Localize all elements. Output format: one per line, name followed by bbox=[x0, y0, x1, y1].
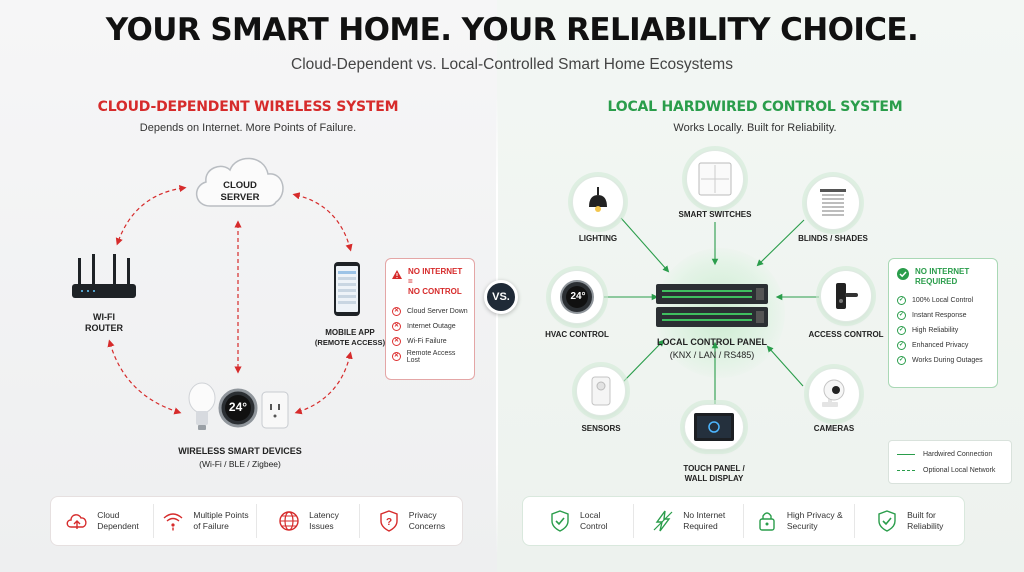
devices-icon bbox=[188, 382, 289, 430]
sensors-node bbox=[576, 366, 626, 416]
failure-item: ✕Cloud Server Down bbox=[392, 307, 468, 316]
cameras-label: CAMERAS bbox=[813, 424, 855, 433]
shield-check-icon bbox=[875, 509, 899, 533]
dashed-line-swatch bbox=[897, 469, 915, 471]
failure-item: ✕Internet Outage bbox=[392, 322, 456, 331]
wireless-devices: 24° bbox=[186, 378, 294, 440]
lighting-label: LIGHTING bbox=[578, 234, 618, 243]
page-subtitle: Cloud-Dependent vs. Local-Controlled Sma… bbox=[291, 56, 733, 73]
check-circle-icon bbox=[897, 267, 909, 280]
check-icon: ✓ bbox=[897, 356, 906, 365]
connection-legend: Hardwired Connection Optional Local Netw… bbox=[888, 440, 1012, 484]
svg-text:?: ? bbox=[386, 517, 392, 528]
hardwired-connections-diagram bbox=[597, 217, 819, 410]
hvac-node: 24° bbox=[550, 270, 604, 324]
left-section-title: CLOUD-DEPENDENT WIRELESS SYSTEM bbox=[97, 99, 399, 115]
local-control-panel bbox=[656, 282, 768, 330]
cloud-icon bbox=[196, 157, 284, 207]
left-section-subtitle: Depends on Internet. More Points of Fail… bbox=[139, 122, 357, 134]
benefit-item: ✓High Reliability bbox=[897, 326, 959, 335]
switches-label: SMART SWITCHES bbox=[678, 210, 752, 219]
blinds-label: BLINDS / SHADES bbox=[798, 234, 868, 243]
lighting-node bbox=[572, 176, 624, 228]
security-camera-icon bbox=[822, 379, 845, 407]
mobile-app-label: MOBILE APP (REMOTE ACCESS) bbox=[314, 328, 386, 347]
right-section-title: LOCAL HARDWIRED CONTROL SYSTEM bbox=[607, 99, 903, 115]
x-icon: ✕ bbox=[392, 307, 401, 316]
bolt-icon bbox=[651, 509, 675, 533]
router-icon bbox=[72, 254, 136, 298]
no-control-card: NO INTERNET = NO CONTROL ✕Cloud Server D… bbox=[385, 258, 475, 380]
right-summary-item: High Privacy &Security bbox=[744, 504, 855, 538]
cameras-node bbox=[808, 368, 860, 420]
failure-item: ✕Remote Access Lost bbox=[392, 349, 456, 364]
touch-panel-icon bbox=[694, 413, 734, 441]
lock-icon bbox=[755, 509, 779, 533]
failure-item: ✕Wi-Fi Failure bbox=[392, 337, 447, 346]
no-internet-card: NO INTERNET REQUIRED ✓100% Local Control… bbox=[888, 258, 998, 388]
smartphone-icon bbox=[334, 262, 360, 316]
blinds-icon bbox=[820, 189, 846, 216]
check-icon: ✓ bbox=[897, 311, 906, 320]
cloud-label: CLOUD SERVER bbox=[220, 180, 260, 203]
benefit-item: ✓100% Local Control bbox=[897, 296, 974, 305]
cloud-upload-icon bbox=[65, 509, 89, 533]
hvac-temperature: 24° bbox=[570, 291, 586, 302]
touch-panel-node bbox=[684, 404, 744, 450]
benefit-item: ✓Instant Response bbox=[897, 311, 967, 320]
wifi-warning-icon bbox=[161, 509, 185, 533]
router-label: WI-FI ROUTER bbox=[85, 312, 123, 334]
control-panel-label: LOCAL CONTROL PANEL (KNX / LAN / RS485) bbox=[657, 337, 767, 361]
hvac-label: HVAC CONTROL bbox=[545, 330, 609, 339]
wifi-router bbox=[68, 254, 140, 304]
touch-panel-label: TOUCH PANEL / WALL DISPLAY bbox=[683, 464, 745, 483]
switches-node bbox=[686, 150, 744, 208]
sensors-label: SENSORS bbox=[581, 424, 621, 433]
thermostat-temperature: 24° bbox=[228, 400, 248, 414]
x-icon: ✕ bbox=[392, 322, 401, 331]
thermostat-icon bbox=[560, 280, 594, 314]
access-node bbox=[820, 270, 872, 322]
right-section-subtitle: Works Locally. Built for Reliability. bbox=[673, 122, 837, 134]
legend-solid: Hardwired Connection bbox=[889, 446, 1011, 462]
blinds-node bbox=[806, 176, 860, 230]
motion-sensor-icon bbox=[591, 376, 611, 406]
cloud-connections-diagram bbox=[107, 184, 353, 415]
check-icon: ✓ bbox=[897, 341, 906, 350]
shield-check-icon bbox=[548, 509, 572, 533]
smart-lock-icon bbox=[836, 283, 858, 309]
legend-dashed: Optional Local Network bbox=[889, 462, 1011, 478]
benefit-item: ✓Enhanced Privacy bbox=[897, 341, 969, 350]
control-panel-icon bbox=[656, 284, 768, 327]
devices-label: WIRELESS SMART DEVICES (Wi-Fi / BLE / Zi… bbox=[178, 446, 302, 470]
check-icon: ✓ bbox=[897, 296, 906, 305]
cloud-server: CLOUD SERVER bbox=[188, 144, 292, 216]
section-divider bbox=[496, 95, 498, 555]
mobile-phone bbox=[333, 261, 361, 317]
benefit-item: ✓Works During Outages bbox=[897, 356, 983, 365]
light-switch-icon bbox=[698, 162, 732, 196]
access-label: ACCESS CONTROL bbox=[808, 330, 884, 339]
globe-icon bbox=[277, 509, 301, 533]
check-icon: ✓ bbox=[897, 326, 906, 335]
solid-line-swatch bbox=[897, 453, 915, 455]
x-icon: ✕ bbox=[392, 352, 401, 361]
pendant-lamp-icon bbox=[589, 187, 607, 212]
warning-icon bbox=[392, 267, 402, 279]
vs-badge: VS. bbox=[484, 280, 518, 314]
shield-question-icon: ? bbox=[377, 509, 401, 533]
x-icon: ✕ bbox=[392, 337, 401, 346]
page-title: YOUR SMART HOME. YOUR RELIABILITY CHOICE… bbox=[105, 12, 919, 48]
